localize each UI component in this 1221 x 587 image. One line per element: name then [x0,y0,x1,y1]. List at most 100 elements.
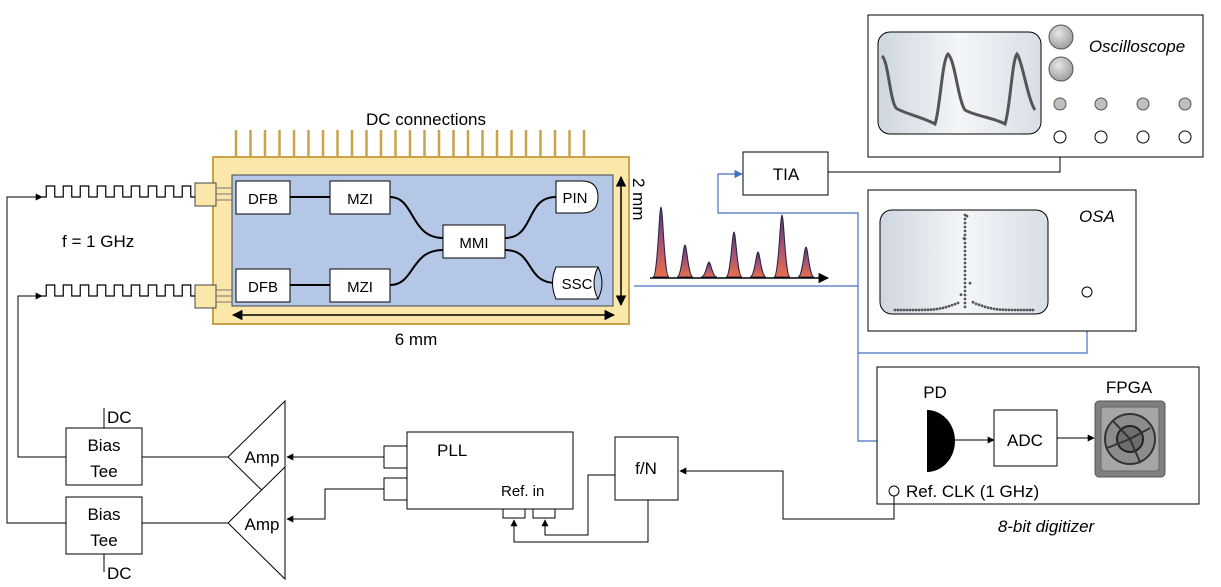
osa-trace-point [963,281,967,285]
amplifier-bottom: Amp [227,465,286,581]
mmi: MMI [442,224,506,259]
ref-in-port [502,508,526,519]
mzi-bottom: MZI [329,268,391,303]
osa-trace-point [977,303,981,307]
ssc: SSC [552,266,603,300]
osa-trace-point [963,289,967,293]
osa-trace-point [911,308,915,312]
fpga-label: FPGA [1106,378,1153,397]
osa-trace-point [983,305,987,309]
fpga-chip-icon [1094,400,1166,478]
waveguides [290,196,557,286]
svg-text:Amp: Amp [245,448,280,467]
osa-trace-point [1001,308,1005,312]
osa-trace-point [963,293,967,297]
osa-trace-point [1016,308,1020,312]
osa-trace-point [963,245,967,249]
svg-text:Tee: Tee [90,531,117,550]
osa-trace-point [963,273,967,277]
chip-width-label: 6 mm [395,330,438,349]
osa-screen [879,209,1049,315]
knob-icon [1048,56,1074,82]
osa-trace-point [963,257,967,261]
osa-trace-point [968,281,972,285]
osa-trace-point [893,308,897,312]
osa-trace-point [923,308,927,312]
osa-trace-point [1028,308,1032,312]
chip-height-label: 2 mm [629,178,648,221]
ref-clk-line [679,467,895,520]
dc-connections-label: DC connections [366,110,486,129]
spectral-line [725,231,743,278]
osa-trace-point [944,305,948,309]
osa-trace-point [963,277,967,281]
osa-trace-point [1019,308,1023,312]
digitizer-label: 8-bit digitizer [998,517,1096,536]
osa-trace-point [941,306,945,310]
ref-in-port [532,508,556,519]
osa-trace-point [1031,308,1035,312]
osa-input-port [1081,286,1093,298]
osa-trace-point [902,308,906,312]
osa-trace-point [953,302,957,306]
osa-trace-point [896,308,900,312]
mzi-top: MZI [329,180,391,215]
spectral-line [773,214,791,278]
osa-trace-point [914,308,918,312]
pll: PLL Ref. in [383,431,574,519]
osa-trace-point [963,213,967,217]
osa-trace-point [963,285,967,289]
spectral-line [749,251,767,278]
osa-trace-point [917,308,921,312]
osa-trace-point [1013,308,1017,312]
svg-text:Tee: Tee [90,462,117,481]
oscilloscope-label: Oscilloscope [1089,37,1185,56]
amp-to-bias-lines [142,456,228,524]
rf-pad-bottom [194,284,232,309]
bias-to-chip-lines [6,193,66,524]
osa-trace-point [963,241,967,245]
photodiode-icon [927,410,955,472]
tia: TIA [742,151,829,196]
dfb-bottom: DFB [235,268,291,303]
osa-trace-point [932,308,936,311]
osa-trace-point [929,308,933,311]
osa-trace-point [963,265,967,269]
oscilloscope-screen [877,31,1042,135]
osa-trace-point [963,305,967,309]
osa-trace-point [963,229,967,233]
spectral-line [700,261,718,278]
osa-trace-point [980,304,984,308]
osa-trace-point [963,233,967,237]
dfb-top: DFB [235,180,291,215]
osa-trace-point [1004,308,1008,312]
pin-detector: PIN [555,180,599,214]
pll-output-port [383,477,408,501]
frequency-divider: f/N [614,436,679,501]
osa-trace-point [971,300,975,304]
svg-text:Amp: Amp [245,515,280,534]
spectral-line [676,244,694,278]
square-wave-bottom [42,284,195,297]
osa-trace-point [989,306,993,310]
scope-button-icon [1094,97,1108,111]
oscilloscope-waveform [880,51,1037,127]
osa-trace-point [992,307,996,311]
svg-text:SSC: SSC [562,276,593,293]
pll-output-port [383,445,408,469]
ref-clk-port [888,485,900,497]
osa-trace-point [963,237,967,241]
osa-trace-point [899,308,903,312]
osa-trace-point [905,308,909,312]
osa-label: OSA [1079,207,1115,226]
scope-button-icon [1178,97,1192,111]
rf-pad-top [194,182,232,207]
osa-trace-point [963,261,967,265]
osa-trace-point [963,269,967,273]
bias-tee-top: Bias Tee DC [65,408,143,486]
scope-port-icon [1053,130,1067,144]
svg-text:MZI: MZI [347,279,373,296]
scope-button-icon [1053,97,1067,111]
svg-text:MZI: MZI [347,191,373,208]
